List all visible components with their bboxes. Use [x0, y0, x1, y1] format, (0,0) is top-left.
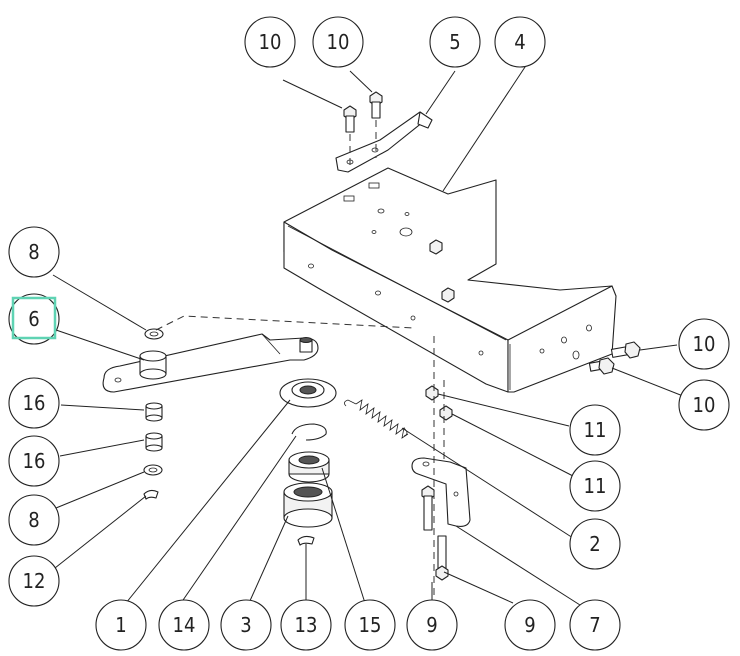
callout-2[interactable]: 2 [569, 518, 621, 570]
callout-6-highlighted[interactable]: 6 [8, 293, 60, 345]
callout-8[interactable]: 8 [8, 226, 60, 278]
callout-10[interactable]: 10 [678, 379, 730, 431]
part-4-mounting-bracket [283, 167, 617, 393]
callout-12[interactable]: 12 [8, 555, 60, 607]
part-10-bolt-right-upper [610, 341, 641, 359]
callout-7[interactable]: 7 [569, 599, 621, 651]
callout-16[interactable]: 16 [8, 435, 60, 487]
callout-9[interactable]: 9 [406, 599, 458, 651]
part-9-bolt-left [421, 485, 435, 531]
svg-text:3: 3 [240, 613, 251, 637]
svg-text:11: 11 [584, 474, 607, 498]
part-10-bolt-top-right [369, 91, 383, 119]
part-10-bolt-right-lower [588, 357, 615, 375]
part-13-circlip [297, 535, 315, 546]
svg-text:8: 8 [28, 240, 39, 264]
svg-text:10: 10 [327, 30, 350, 54]
part-1-pulley-plate [279, 378, 337, 408]
part-16-bushing-upper [145, 402, 163, 422]
svg-text:13: 13 [295, 613, 318, 637]
callout-11[interactable]: 11 [569, 404, 621, 456]
callout-14[interactable]: 14 [158, 599, 210, 651]
leader-lines [52, 63, 684, 606]
svg-text:12: 12 [23, 569, 46, 593]
part-12-retaining-clip [143, 489, 159, 500]
svg-text:5: 5 [449, 30, 460, 54]
callout-4[interactable]: 4 [494, 16, 546, 68]
svg-text:16: 16 [23, 449, 46, 473]
part-6-pivot-arm [102, 333, 319, 393]
part-8-washer-bottom [143, 464, 163, 476]
svg-text:7: 7 [589, 613, 600, 637]
part-7-bracket-arm [411, 457, 471, 527]
callout-3[interactable]: 3 [220, 599, 272, 651]
callout-15[interactable]: 15 [344, 599, 396, 651]
part-2-spring [344, 399, 409, 439]
svg-text:4: 4 [514, 30, 525, 54]
part-11-nut-lower [439, 405, 453, 421]
callout-11[interactable]: 11 [569, 460, 621, 512]
callout-5[interactable]: 5 [429, 16, 481, 68]
callout-16[interactable]: 16 [8, 377, 60, 429]
svg-text:11: 11 [584, 418, 607, 442]
selection-highlight [11, 296, 57, 340]
callout-1[interactable]: 1 [95, 599, 147, 651]
callout-10[interactable]: 10 [312, 16, 364, 68]
callouts: 10 10 5 4 8 6 16 16 [8, 16, 730, 651]
svg-text:10: 10 [693, 393, 716, 417]
svg-text:1: 1 [115, 613, 126, 637]
part-16-bushing-lower [145, 432, 163, 452]
svg-text:16: 16 [23, 391, 46, 415]
svg-text:8: 8 [28, 508, 39, 532]
svg-text:10: 10 [693, 332, 716, 356]
part-11-nut-upper [425, 385, 439, 401]
part-14-snap-ring [291, 423, 327, 441]
callout-10[interactable]: 10 [678, 318, 730, 370]
svg-text:9: 9 [426, 613, 437, 637]
part-5-bracket [335, 111, 433, 173]
part-15-bearing [288, 451, 330, 483]
svg-text:6: 6 [28, 307, 39, 331]
svg-text:14: 14 [173, 613, 196, 637]
callout-10[interactable]: 10 [244, 16, 296, 68]
svg-text:15: 15 [359, 613, 382, 637]
part-8-washer-top [144, 328, 164, 340]
part-10-bolt-top-left [343, 105, 357, 133]
part-9-bolt-right [435, 535, 449, 581]
part-3-idler-pulley [283, 482, 333, 528]
svg-text:10: 10 [259, 30, 282, 54]
svg-text:2: 2 [589, 532, 600, 556]
svg-text:9: 9 [524, 613, 535, 637]
callout-8[interactable]: 8 [8, 494, 60, 546]
callout-13[interactable]: 13 [280, 599, 332, 651]
callout-9[interactable]: 9 [504, 599, 556, 651]
